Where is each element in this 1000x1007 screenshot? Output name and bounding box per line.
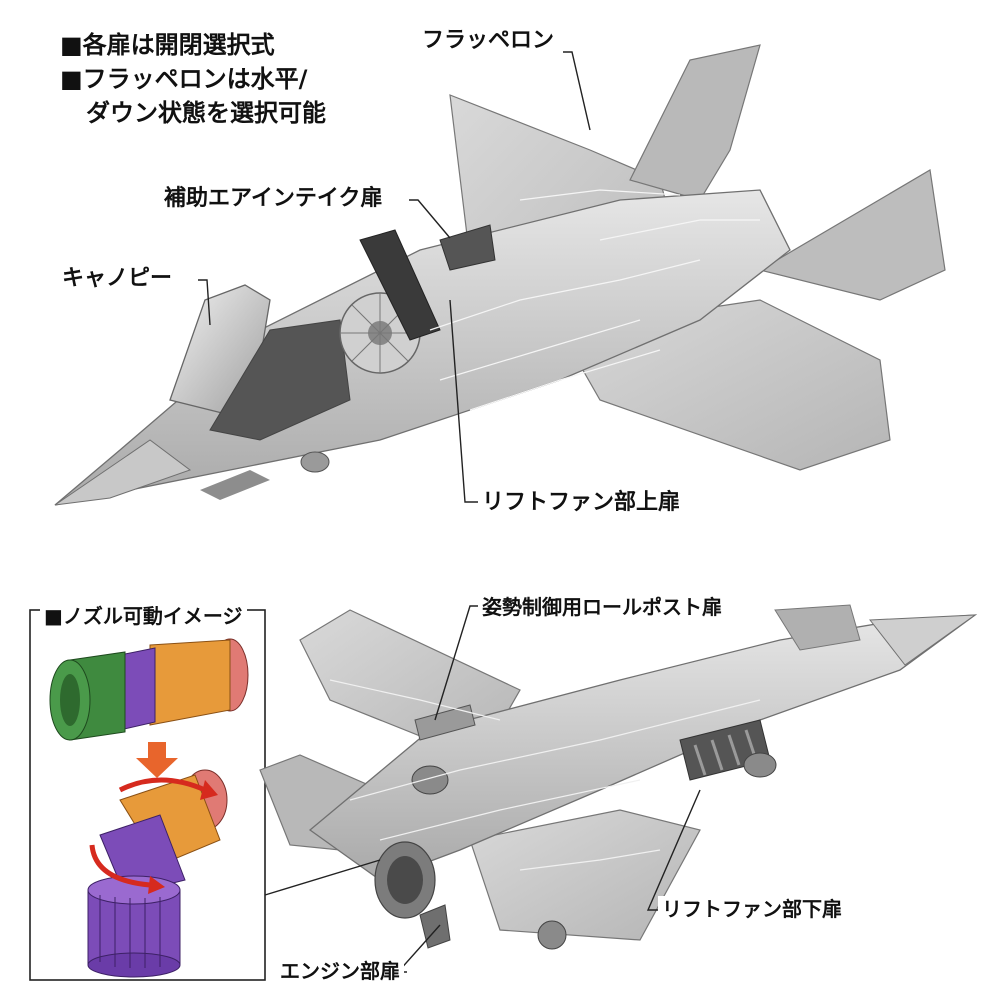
rotate-arrow-icon	[89, 777, 207, 888]
nozzle-illustration	[49, 638, 249, 978]
feature-item: ■各扉は開閉選択式	[60, 31, 275, 59]
aircraft-bottom-view	[259, 604, 978, 950]
feature-item: ダウン状態を選択可能	[86, 99, 326, 127]
feature-item: ■フラッペロンは水平/	[60, 65, 308, 93]
arrow-down-icon	[136, 742, 178, 778]
label-flaperon: フラッペロン	[418, 28, 559, 54]
label-engine-door: エンジン部扉	[276, 958, 404, 984]
aircraft-top-view	[54, 44, 946, 506]
leader-lines-top	[198, 51, 591, 503]
label-canopy: キャノピー	[58, 266, 177, 292]
label-liftfan-upper-door: リフトファン部上扉	[478, 490, 685, 516]
label-aux-intake-door: 補助エアインテイク扉	[160, 186, 387, 212]
label-rollpost-door: 姿勢制御用ロールポスト扉	[478, 594, 726, 620]
feature-list: ■各扉は開閉選択式 ■フラッペロンは水平/ ダウン状態を選択可能	[60, 28, 326, 130]
nozzle-box-title: ■ノズル可動イメージ	[40, 600, 247, 629]
label-liftfan-lower-door: リフトファン部下扉	[658, 896, 846, 922]
